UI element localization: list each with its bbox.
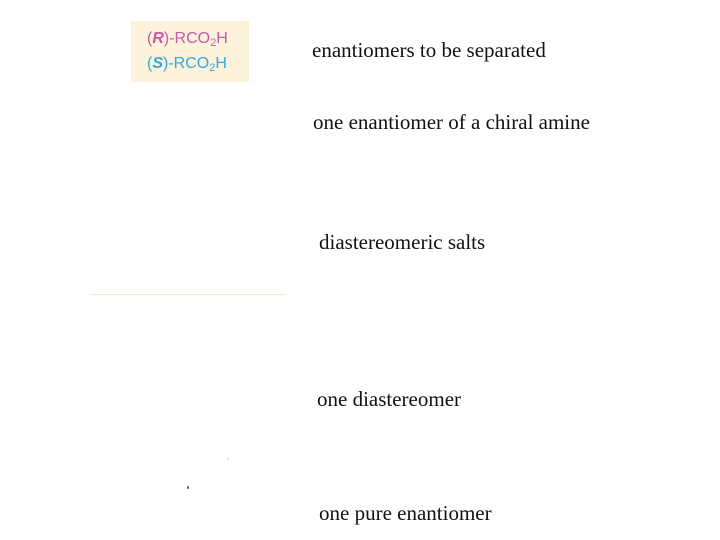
divider-line xyxy=(90,294,286,295)
r-acid-formula: (R)-RCO2H xyxy=(147,30,228,49)
s-acid-formula: (S)-RCO2H xyxy=(147,55,227,74)
stray-mark xyxy=(187,486,189,489)
chiral-amine-label: one enantiomer of a chiral amine xyxy=(313,110,590,134)
pure-enantiomer-label: one pure enantiomer xyxy=(319,501,492,525)
racemic-acid-box: (R)-RCO2H (S)-RCO2H xyxy=(131,21,249,82)
one-diastereomer-label: one diastereomer xyxy=(317,387,462,411)
r-config-letter: R xyxy=(152,30,164,47)
stray-mark xyxy=(227,458,229,460)
diastereomeric-salts-label: diastereomeric salts xyxy=(319,230,486,254)
enantiomers-label: enantiomers to be separated xyxy=(312,38,546,62)
s-config-letter: S xyxy=(152,55,163,72)
